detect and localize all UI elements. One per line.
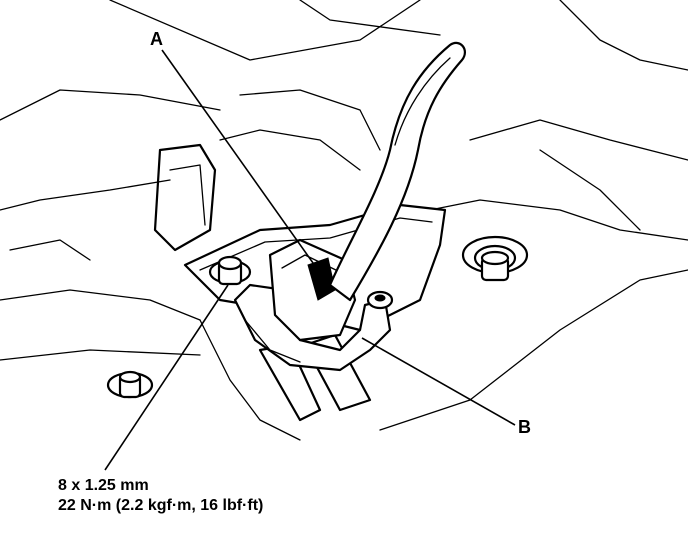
bolt-size-spec: 8 x 1.25 mm: [58, 477, 149, 494]
bolt-torque-spec: 22 N·m (2.2 kgf·m, 16 lbf·ft): [58, 497, 264, 514]
stabilizer-bar: [328, 41, 466, 302]
leader-b: [361, 337, 516, 426]
leader-a: [161, 49, 319, 271]
leader-lines: [104, 49, 516, 471]
callout-label-a: A: [150, 29, 163, 49]
chassis-background: [0, 0, 688, 441]
right-bolt: [461, 235, 529, 282]
lower-left-bolt: [106, 370, 154, 399]
leader-bolt: [104, 284, 229, 471]
rubber-bushing: [268, 238, 357, 342]
callout-label-b: B: [518, 417, 531, 437]
